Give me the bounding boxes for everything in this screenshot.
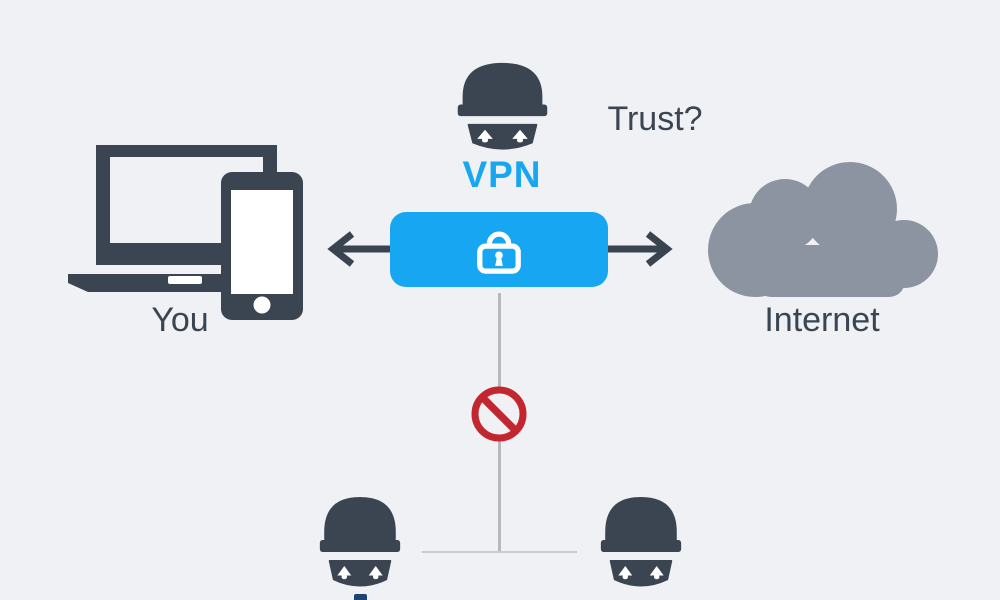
no-entry-icon — [471, 386, 527, 442]
user-label: You — [151, 301, 209, 339]
vpn-tunnel-box — [390, 212, 608, 287]
internet-label: Internet — [764, 301, 880, 339]
laptop-and-phone-icon — [68, 145, 303, 320]
eavesdropper-spy-icon-left — [312, 494, 408, 589]
trust-question-label: Trust? — [607, 100, 703, 138]
vpn-label: VPN — [462, 154, 542, 195]
arrow-right-icon — [604, 231, 673, 267]
cutoff-label-fragment — [354, 594, 367, 600]
eavesdropper-connector-line — [422, 551, 577, 553]
internet-cloud-icon — [708, 162, 938, 297]
lock-icon — [477, 231, 521, 274]
arrow-left-icon — [327, 231, 396, 267]
vpn-spy-icon — [449, 60, 556, 152]
eavesdropper-spy-icon-right — [593, 494, 689, 589]
